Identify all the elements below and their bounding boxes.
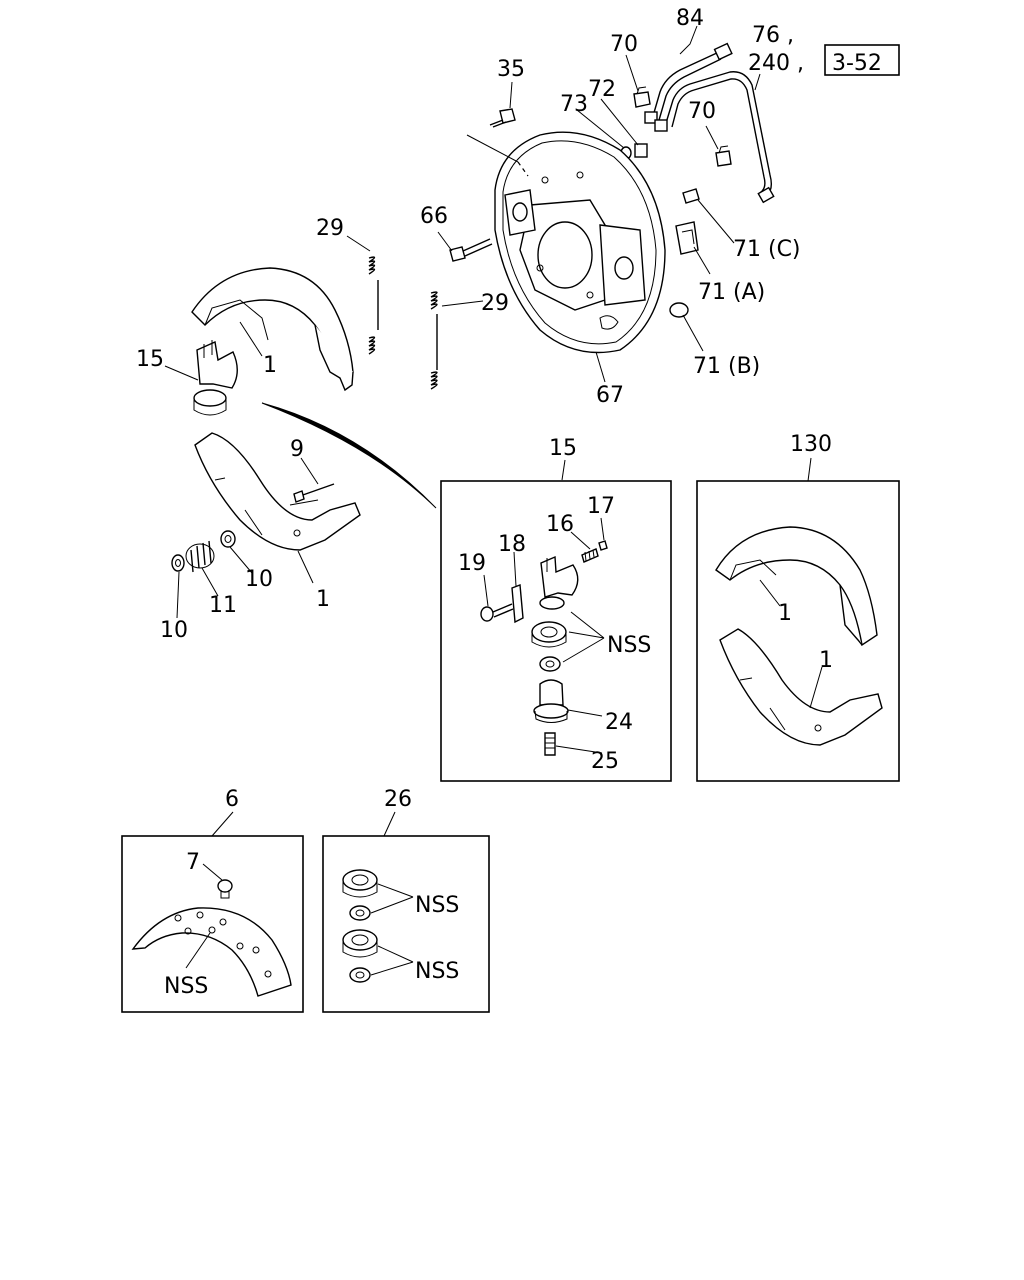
label-73: 73 xyxy=(560,92,588,117)
label-1-box-upper: 1 xyxy=(778,601,792,626)
bleeder-16 xyxy=(581,548,599,563)
label-10-left: 10 xyxy=(160,618,188,643)
clip-71a xyxy=(675,221,699,255)
label-nss-26-upper: NSS xyxy=(415,893,459,918)
label-67: 67 xyxy=(596,383,624,408)
label-10-right: 10 xyxy=(245,567,273,592)
cap-17 xyxy=(598,540,608,551)
cup-10-left xyxy=(171,554,185,572)
label-66: 66 xyxy=(420,204,448,229)
kit-boot-upper xyxy=(342,869,378,898)
detail-box-wheel-cylinder xyxy=(440,480,672,782)
brake-pipe-84 xyxy=(644,42,775,204)
detail-box-repair-kit xyxy=(322,835,490,1013)
label-71b: 71 (B) xyxy=(693,354,760,379)
boot-detail-15 xyxy=(531,621,567,648)
label-18: 18 xyxy=(498,532,526,557)
label-nss-6: NSS xyxy=(164,974,208,999)
label-25: 25 xyxy=(591,749,619,774)
ref-3-52[interactable]: 3-52 xyxy=(832,51,882,76)
label-9: 9 xyxy=(290,437,304,462)
label-1-lower: 1 xyxy=(316,587,330,612)
pin-9 xyxy=(293,483,335,503)
nut-72 xyxy=(634,143,648,158)
bolt-35 xyxy=(466,108,529,177)
kit-boot-lower xyxy=(342,929,378,958)
screw-25 xyxy=(544,732,556,756)
detail-callout-leader xyxy=(261,402,437,509)
spring-29-lower xyxy=(430,291,438,390)
label-70-lower: 70 xyxy=(688,99,716,124)
label-71c: 71 (C) xyxy=(733,237,801,262)
label-35: 35 xyxy=(497,57,525,82)
cylinder-body-detail xyxy=(539,555,579,610)
backing-plate-67 xyxy=(494,131,666,354)
plate-18 xyxy=(511,584,524,624)
label-29-upper: 29 xyxy=(316,216,344,241)
kit-ring-lower xyxy=(349,967,371,983)
label-71a: 71 (A) xyxy=(698,280,765,305)
label-11: 11 xyxy=(209,593,237,618)
clip-70-upper xyxy=(633,86,651,108)
label-72: 72 xyxy=(588,77,616,102)
label-84: 84 xyxy=(676,6,704,31)
label-7: 7 xyxy=(186,850,200,875)
label-15: 15 xyxy=(136,347,164,372)
label-nss-15: NSS xyxy=(607,633,651,658)
label-130: 130 xyxy=(790,432,832,457)
label-1-box-lower: 1 xyxy=(819,648,833,673)
label-6: 6 xyxy=(225,787,239,812)
label-70-upper: 70 xyxy=(610,32,638,57)
wheel-cylinder-15 xyxy=(193,340,238,416)
brake-lining xyxy=(131,907,292,997)
leader-lines xyxy=(164,25,823,976)
spring-11 xyxy=(185,540,215,573)
rivet-7 xyxy=(217,879,233,899)
brake-shoe-upper xyxy=(191,267,354,392)
ring-detail-15 xyxy=(539,656,561,672)
label-19: 19 xyxy=(458,551,486,576)
label-17: 17 xyxy=(587,494,615,519)
label-29-lower: 29 xyxy=(481,291,509,316)
brake-shoe-lower xyxy=(194,432,361,551)
clip-71c xyxy=(682,188,700,204)
detail-box-shoe-set xyxy=(696,480,900,782)
label-nss-26-lower: NSS xyxy=(415,959,459,984)
clip-70-lower xyxy=(715,145,732,167)
label-1-upper: 1 xyxy=(263,353,277,378)
label-76: 76 , xyxy=(752,23,794,48)
bolt-66 xyxy=(449,238,493,262)
label-15-box: 15 xyxy=(549,436,577,461)
ref-box-3-52 xyxy=(824,44,900,76)
kit-ring-upper xyxy=(349,905,371,921)
bolt-19 xyxy=(480,603,514,622)
label-16: 16 xyxy=(546,512,574,537)
label-26: 26 xyxy=(384,787,412,812)
shoe-set-upper xyxy=(715,526,878,647)
spring-29-upper xyxy=(368,256,379,355)
shoe-set-lower xyxy=(719,628,883,746)
adjuster-24 xyxy=(533,679,569,723)
label-24: 24 xyxy=(605,710,633,735)
label-240: 240 , xyxy=(748,51,804,76)
grommet-71b xyxy=(669,302,689,318)
cup-10-right xyxy=(220,530,236,548)
